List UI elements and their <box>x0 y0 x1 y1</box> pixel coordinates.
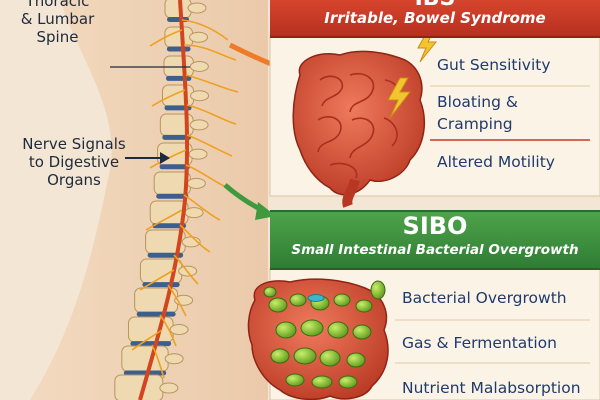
vertebra <box>164 0 192 19</box>
nerve-label-line-3: Organs <box>47 171 101 189</box>
spinal-disc <box>152 223 187 229</box>
nerve-signals-label: Nerve Signals to Digestive Organs <box>14 135 134 189</box>
sibo-intestine-illustration <box>247 278 389 400</box>
vertebra-process <box>188 148 208 160</box>
vertebra-process <box>159 382 179 394</box>
sibo-code: SIBO <box>402 212 468 240</box>
sibo-title: Small Intestinal Bacterial Overgrowth <box>291 242 579 258</box>
spinal-disc <box>162 134 192 140</box>
ibs-symptom-gut-sensitivity: Gut Sensitivity <box>437 56 551 74</box>
nerve-label-line-1: Nerve Signals <box>22 135 126 153</box>
vertebra-process <box>186 177 206 189</box>
vertebra-process <box>169 324 189 336</box>
vertebra-process <box>164 353 184 365</box>
ibs-title: Irritable, Bowel Syndrome <box>324 9 546 27</box>
spinal-disc <box>165 75 192 81</box>
vertebra-process <box>189 60 209 72</box>
spinal-disc <box>130 341 172 347</box>
vertebra <box>127 316 174 343</box>
ibs-code: IBS <box>405 0 465 11</box>
spinal-disc <box>159 164 191 170</box>
sibo-symptom-nutrient-malabsorption: Nutrient Malabsorption <box>402 379 581 397</box>
ibs-intestine-illustration <box>292 50 426 208</box>
spine-label-line-1: Thoracic <box>25 0 90 10</box>
spinal-disc <box>156 193 189 199</box>
vertebra-process <box>189 119 209 131</box>
spinal-cord <box>138 0 190 400</box>
spinal-disc <box>123 370 167 376</box>
vertebra-process <box>190 90 210 102</box>
spine-label-line-3: Spine <box>36 28 79 46</box>
nerve-label-line-2: to Digestive <box>28 153 120 171</box>
ibs-symptom-cramping: Cramping <box>437 115 513 133</box>
sibo-symptom-gas-fermentation: Gas & Fermentation <box>402 334 557 352</box>
nerve-branches <box>131 19 239 379</box>
ibs-banner <box>270 0 600 38</box>
lightning-bolt-icon <box>387 77 412 119</box>
vertebra <box>161 84 195 107</box>
spine <box>114 0 210 400</box>
vertebra-process <box>184 207 204 219</box>
vertebra <box>114 374 164 400</box>
spine-label: Thoracic & Lumbar Spine <box>10 0 105 46</box>
sibo-banner <box>270 210 600 270</box>
ibs-symptom-altered-motility: Altered Motility <box>437 153 555 171</box>
ibs-symptom-bloating: Bloating & <box>437 93 518 111</box>
spinal-disc <box>136 311 176 317</box>
vertebra-process <box>187 2 207 14</box>
torso-silhouette <box>30 0 268 400</box>
vertebra-process <box>189 31 209 43</box>
sibo-symptom-bacterial-overgrowth: Bacterial Overgrowth <box>402 289 567 307</box>
spinal-disc <box>166 46 191 52</box>
spine-label-line-2: & Lumbar <box>20 10 95 28</box>
nerve-pointer-arrowhead <box>160 152 170 164</box>
